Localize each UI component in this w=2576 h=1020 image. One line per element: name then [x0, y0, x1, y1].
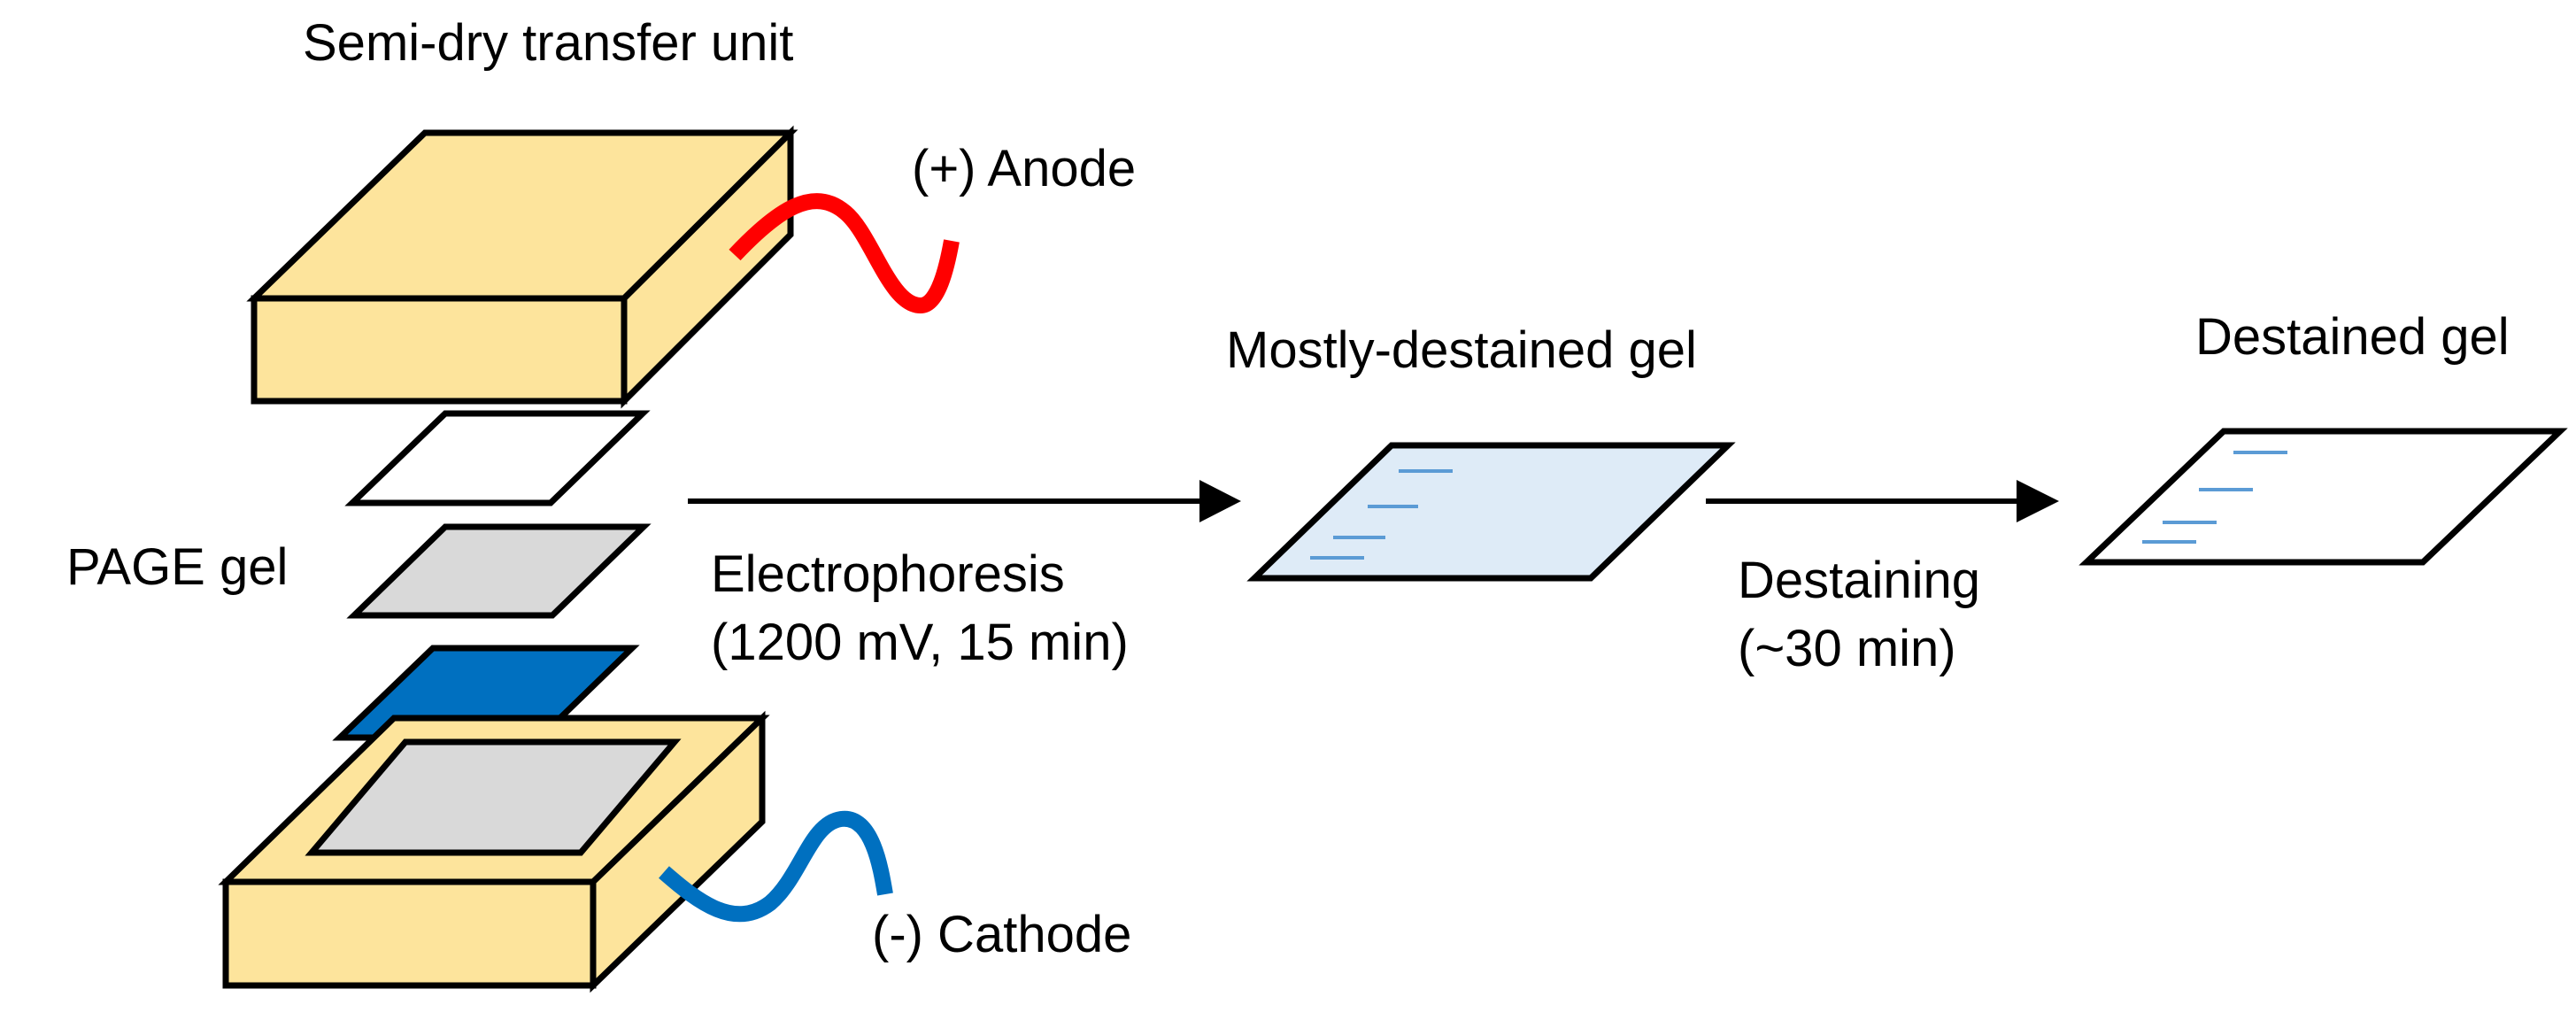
page-gel-label: PAGE gel — [66, 538, 288, 596]
bottom-block-front-face — [222, 878, 597, 989]
destaining-arrow — [1706, 480, 2059, 522]
destained-gel — [2079, 428, 2568, 566]
bottom-transfer-block — [218, 710, 770, 993]
electrophoresis-arrow — [688, 480, 1241, 522]
anode-cable — [729, 193, 960, 314]
cathode-label: (-) Cathode — [872, 906, 1131, 963]
anode-label: (+) Anode — [912, 140, 1136, 197]
cathode-cable — [659, 810, 893, 923]
destaining-condition: (~30 min) — [1738, 620, 1956, 677]
electrophoresis-step-label: Electrophoresis — [711, 545, 1065, 603]
destaining-step-label: Destaining — [1738, 552, 1980, 609]
page-gel-layer — [346, 523, 652, 619]
bottom-block-side-face — [590, 710, 766, 993]
destained-gel-shape — [2079, 428, 2568, 566]
transfer-unit-label: Semi-dry transfer unit — [303, 14, 793, 72]
mostly-destained-gel-shape — [1246, 442, 1736, 582]
mostly-destained-gel-label: Mostly-destained gel — [1226, 321, 1697, 379]
mostly-destained-gel — [1246, 442, 1736, 582]
top-transfer-block — [246, 125, 798, 409]
top-block-side-face — [621, 125, 794, 409]
top-block-front-face — [251, 295, 628, 405]
destained-gel-label: Destained gel — [2195, 308, 2510, 366]
bottom-filter-paper — [305, 738, 682, 856]
electrophoresis-condition: (1200 mV, 15 min) — [711, 614, 1129, 671]
top-filter-paper — [344, 410, 651, 506]
